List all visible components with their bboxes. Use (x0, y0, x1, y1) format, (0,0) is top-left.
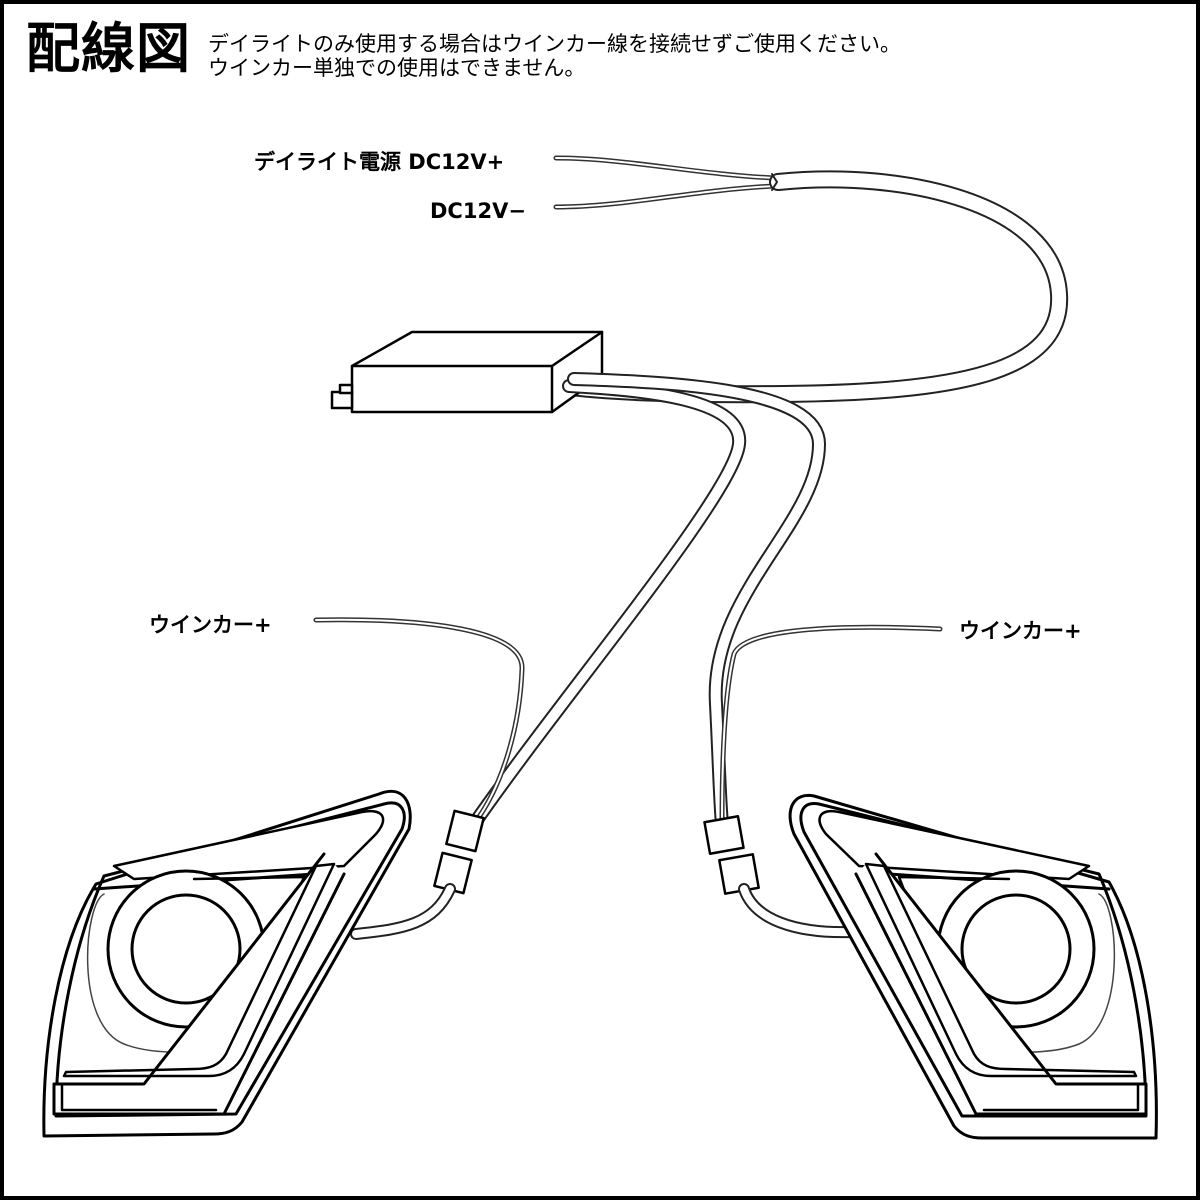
main-power-cable (555, 170, 1069, 404)
left-turn-signal-wire (313, 617, 525, 827)
right-lamp-lead (738, 883, 860, 939)
right-turn-signal-label: ウインカー+ (959, 619, 1082, 643)
left-fog-lamp (42, 790, 412, 1138)
right-fog-lamp (788, 793, 1158, 1140)
power-plus-label: デイライト電源 DC12V+ (254, 150, 505, 174)
right-connector (703, 815, 760, 895)
power-input-wires (553, 155, 777, 210)
usage-notes: デイライトのみ使用する場合はウインカー線を接続せずご使用ください。 ウインカー単… (208, 32, 901, 80)
left-lamp-cable (467, 379, 747, 831)
usage-note-line-2: ウインカー単独での使用はできません。 (208, 56, 586, 80)
usage-note-line-1: デイライトのみ使用する場合はウインカー線を接続せずご使用ください。 (208, 32, 901, 56)
wiring-illustration (42, 155, 1158, 1140)
left-connector (433, 809, 485, 895)
page-title: 配線図 (26, 17, 191, 80)
right-turn-signal-wire (719, 624, 943, 827)
left-turn-signal-label: ウインカー+ (149, 613, 272, 637)
power-minus-label: DC12V− (430, 199, 526, 223)
control-box (330, 330, 604, 414)
left-lamp-lead (350, 883, 456, 940)
right-lamp-cable (567, 372, 826, 831)
